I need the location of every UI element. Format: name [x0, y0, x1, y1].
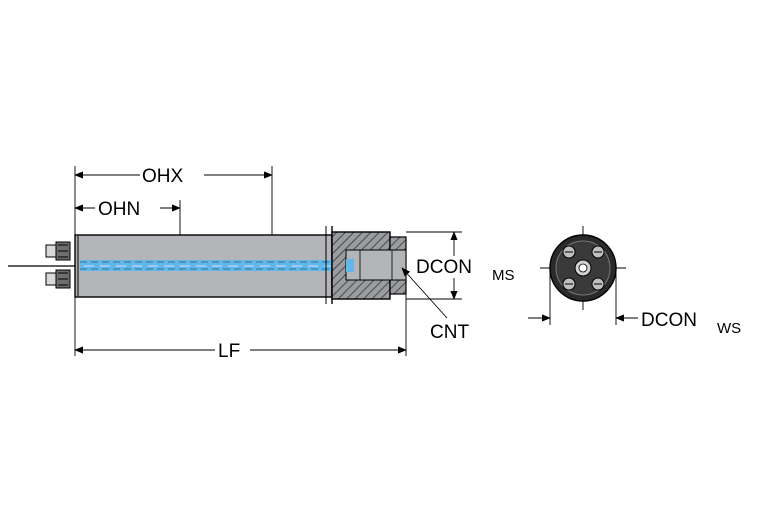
dcon-ws-label: DCON: [641, 310, 697, 331]
ohn-label: OHN: [98, 199, 140, 220]
dcon-ms-subscript: MS: [492, 267, 515, 284]
bolt-holes: [562, 245, 605, 291]
coolant-screw-top: [45, 241, 71, 261]
coolant-screw-bottom: [45, 269, 71, 289]
dcon-ws-subscript: WS: [717, 320, 741, 337]
adaptor-section: [331, 231, 407, 300]
ohx-label: OHX: [142, 166, 184, 187]
end-view: DCON WS: [528, 226, 741, 337]
dcon-ms-label: DCON: [416, 257, 472, 278]
lf-label: LF: [218, 341, 240, 362]
cnt-label: CNT: [430, 322, 469, 343]
side-view: OHX OHN LF DCON MS CNT: [8, 166, 515, 362]
coolant-channel: [80, 260, 342, 271]
